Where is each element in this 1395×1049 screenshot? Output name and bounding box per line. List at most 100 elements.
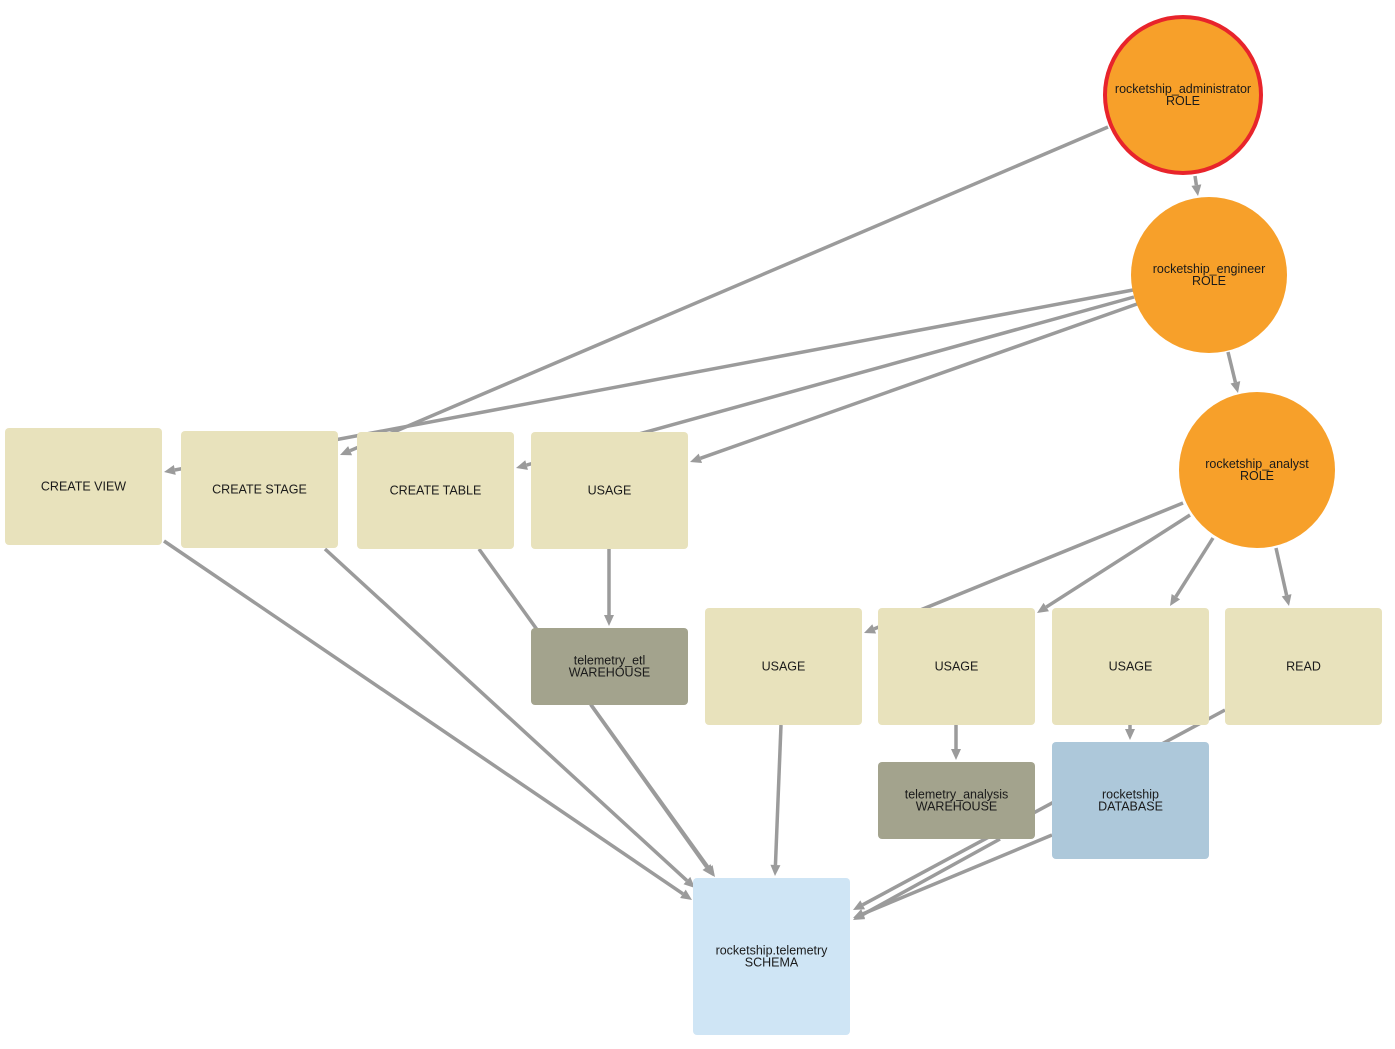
arrowhead	[1230, 381, 1241, 393]
node-label: USAGE	[935, 660, 979, 674]
edge-line	[1174, 537, 1215, 598]
edge-line	[861, 837, 1001, 917]
edge-line	[589, 703, 709, 869]
node-label: rocketship	[1102, 788, 1159, 802]
arrowhead	[340, 446, 353, 456]
node-create-table[interactable]: CREATE TABLE	[357, 432, 514, 549]
privilege-box[interactable]	[531, 432, 688, 549]
role-circle[interactable]	[1179, 392, 1335, 548]
edge-analyst-to-read	[1274, 547, 1292, 606]
node-label: rocketship.telemetry	[716, 944, 829, 958]
edge-line	[1226, 351, 1238, 383]
node-label: CREATE TABLE	[390, 484, 482, 498]
privilege-box[interactable]	[1225, 608, 1382, 725]
edge-create_view-to-schema	[163, 539, 692, 900]
privilege-box[interactable]	[181, 431, 338, 548]
arrowhead	[1281, 594, 1292, 606]
edge-line	[1274, 547, 1289, 596]
arrowhead	[864, 624, 877, 634]
edge-database-to-schema	[853, 833, 1053, 919]
privilege-box[interactable]	[5, 428, 162, 545]
edge-line	[873, 501, 1184, 631]
edge-admin-to-engineer	[1191, 175, 1202, 196]
node-create-stage[interactable]: CREATE STAGE	[181, 431, 338, 548]
edge-line	[323, 547, 689, 882]
node-label: USAGE	[1109, 660, 1153, 674]
node-type-label: WAREHOUSE	[569, 666, 651, 680]
arrowhead	[680, 889, 692, 900]
arrowhead	[516, 460, 528, 470]
node-type-label: ROLE	[1166, 94, 1200, 108]
edge-line	[163, 539, 684, 896]
node-type-label: SCHEMA	[745, 956, 799, 970]
edge-usage_analysis-to-wh_analysis	[951, 725, 961, 760]
node-label: rocketship_analyst	[1205, 457, 1309, 471]
node-usage-schema[interactable]: USAGE	[705, 608, 862, 725]
arrowhead	[853, 900, 866, 910]
edge-line	[1045, 513, 1191, 609]
node-label: telemetry_analysis	[905, 788, 1009, 802]
node-label: rocketship_administrator	[1115, 82, 1251, 96]
node-read[interactable]: READ	[1225, 608, 1382, 725]
node-label: CREATE VIEW	[41, 480, 126, 494]
edge-line	[699, 302, 1138, 460]
node-usage-analysis[interactable]: USAGE	[878, 608, 1035, 725]
node-usage-db[interactable]: USAGE	[1052, 608, 1209, 725]
role-circle[interactable]	[1131, 197, 1287, 353]
node-usage-etl[interactable]: USAGE	[531, 432, 688, 549]
node-label: telemetry_etl	[574, 654, 646, 668]
node-label: READ	[1286, 660, 1321, 674]
role-circle[interactable]	[1103, 15, 1263, 175]
arrowhead	[951, 749, 961, 760]
arrowhead	[690, 453, 703, 464]
arrowhead	[1125, 729, 1135, 740]
arrowhead	[1037, 602, 1049, 613]
arrowhead	[1170, 594, 1181, 606]
edge-analyst-to-usage_schema	[864, 501, 1184, 634]
privilege-box[interactable]	[705, 608, 862, 725]
arrowhead	[164, 465, 176, 475]
edge-engineer-to-usage_etl	[690, 302, 1138, 464]
node-type-label: ROLE	[1240, 469, 1274, 483]
edge-engineer-to-analyst	[1226, 351, 1241, 393]
arrowhead	[1191, 184, 1202, 196]
node-type-label: DATABASE	[1098, 800, 1163, 814]
arrowhead	[683, 876, 695, 888]
edge-usage_etl-to-wh_etl	[604, 549, 614, 626]
privilege-box[interactable]	[878, 608, 1035, 725]
warehouse-box[interactable]	[878, 762, 1035, 839]
node-label: rocketship_engineer	[1153, 262, 1266, 276]
database-box[interactable]	[1052, 742, 1209, 859]
node-create-view[interactable]: CREATE VIEW	[5, 428, 162, 545]
node-type-label: ROLE	[1192, 274, 1226, 288]
privilege-box[interactable]	[357, 432, 514, 549]
arrowhead	[702, 864, 713, 876]
edge-line	[862, 833, 1053, 916]
arrowhead	[770, 864, 781, 876]
schema-box[interactable]	[693, 878, 850, 1035]
edge-line	[349, 125, 1109, 453]
edge-admin-to-create_stage	[340, 125, 1109, 456]
edge-create_stage-to-schema	[323, 547, 695, 888]
privilege-box[interactable]	[1052, 608, 1209, 725]
node-type-label: WAREHOUSE	[916, 800, 998, 814]
edge-wh_etl-to-schema	[589, 703, 713, 876]
arrowhead	[853, 909, 866, 919]
arrowhead	[604, 615, 614, 626]
node-layer: rocketship_administratorROLErocketship_e…	[5, 15, 1382, 1035]
warehouse-box[interactable]	[531, 628, 688, 705]
node-label: USAGE	[588, 484, 632, 498]
edge-line	[773, 724, 783, 866]
edge-line	[1193, 175, 1199, 186]
node-label: CREATE STAGE	[212, 483, 307, 497]
edge-usage_db-to-database	[1125, 725, 1135, 740]
edge-usage_schema-to-schema	[770, 724, 783, 876]
